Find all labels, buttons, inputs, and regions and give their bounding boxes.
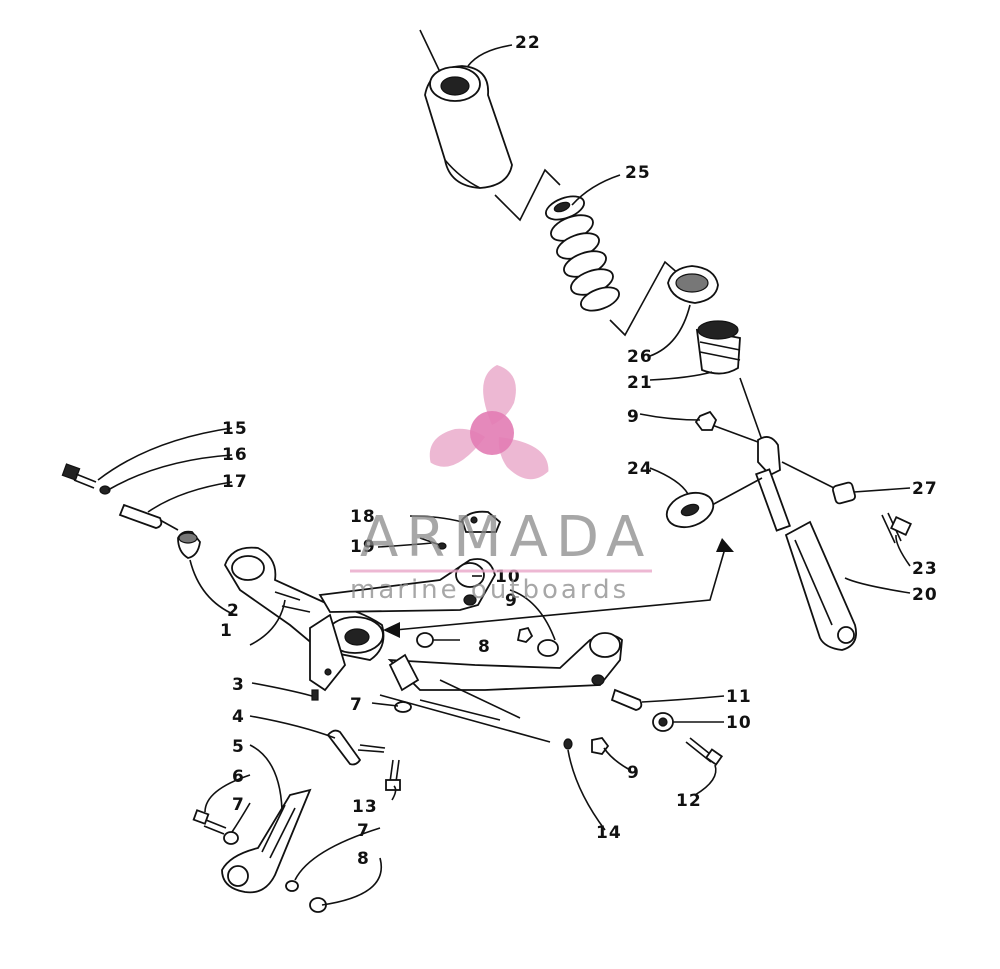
part-7-washer-lower-left <box>223 831 239 845</box>
part-9-nut-top <box>694 410 718 431</box>
part-22-dust-boot <box>419 29 513 189</box>
part-9-nut-lower <box>591 737 610 755</box>
part-4-tie-rod-end <box>326 729 386 766</box>
callout-8b: 8 <box>357 849 370 869</box>
callout-6: 6 <box>232 767 245 787</box>
part-19-bolt <box>419 537 447 550</box>
callout-5: 5 <box>232 737 245 757</box>
propeller-icon <box>429 365 549 480</box>
part-18-clamp <box>460 510 502 533</box>
watermark-brand: ARMADA <box>360 505 652 570</box>
callout-7b: 7 <box>350 695 363 715</box>
part-12-bolt <box>685 737 724 766</box>
part-3-fitting <box>311 689 319 701</box>
part-17-sleeve <box>118 503 163 529</box>
part-26-spring-retainer <box>667 265 719 304</box>
part-25-coil-spring <box>544 195 621 312</box>
callout-1: 1 <box>220 621 233 641</box>
watermark-tagline: marine outboards <box>350 575 629 605</box>
part-1-spindle-housing <box>224 546 385 692</box>
callout-8a: 8 <box>478 637 491 657</box>
leader-lines <box>97 44 911 906</box>
part-14-washer <box>563 738 573 750</box>
lower-a-arm <box>387 632 623 692</box>
callout-15: 15 <box>222 419 248 439</box>
callout-21: 21 <box>627 373 653 393</box>
callout-27: 27 <box>912 479 938 499</box>
callout-11: 11 <box>726 687 752 707</box>
part-9-nut-mid <box>516 626 534 643</box>
callout-7a: 7 <box>232 795 245 815</box>
callout-17: 17 <box>222 472 248 492</box>
callout-26: 26 <box>627 347 653 367</box>
callout-20: 20 <box>912 585 938 605</box>
callout-14: 14 <box>596 823 622 843</box>
part-10-bushing-right <box>652 712 674 732</box>
part-24-washer <box>665 491 715 529</box>
callout-2: 2 <box>227 601 240 621</box>
callout-10b: 10 <box>726 713 752 733</box>
part-27-bushing <box>832 481 856 505</box>
part-16-lock-washer <box>99 485 111 495</box>
callout-12: 12 <box>676 791 702 811</box>
part-5-steering-arm <box>221 788 312 894</box>
callout-13: 13 <box>352 797 378 817</box>
callout-18: 18 <box>350 507 376 527</box>
callout-9c: 9 <box>627 763 640 783</box>
part-2-bushing <box>177 530 201 559</box>
callout-25: 25 <box>625 163 651 183</box>
part-11-sleeve <box>610 688 643 711</box>
callout-19: 19 <box>350 537 376 557</box>
part-21-spring-adjuster <box>695 320 741 375</box>
callout-22: 22 <box>515 33 541 53</box>
watermark: ARMADA marine outboards <box>350 365 652 605</box>
upper-a-arm <box>318 558 496 613</box>
callout-23: 23 <box>912 559 938 579</box>
callout-labels: 1 2 3 4 5 6 7 7 7 8 8 9 9 9 10 10 11 12 … <box>220 33 938 869</box>
part-20-shock-absorber <box>755 436 857 651</box>
callout-4: 4 <box>232 707 245 727</box>
callout-7c: 7 <box>357 821 370 841</box>
part-8-nut <box>416 632 434 648</box>
callout-9a: 9 <box>505 591 518 611</box>
callout-16: 16 <box>222 445 248 465</box>
part-13-bolt <box>385 759 401 791</box>
part-23-bolt <box>881 512 912 544</box>
part-6-bolt <box>192 809 227 835</box>
callout-3: 3 <box>232 675 245 695</box>
part-15-bolt <box>61 463 97 489</box>
part-7-washer-lower <box>285 880 299 892</box>
part-10-bushing-mid <box>537 639 559 657</box>
callout-24: 24 <box>627 459 653 479</box>
callout-9b: 9 <box>627 407 640 427</box>
